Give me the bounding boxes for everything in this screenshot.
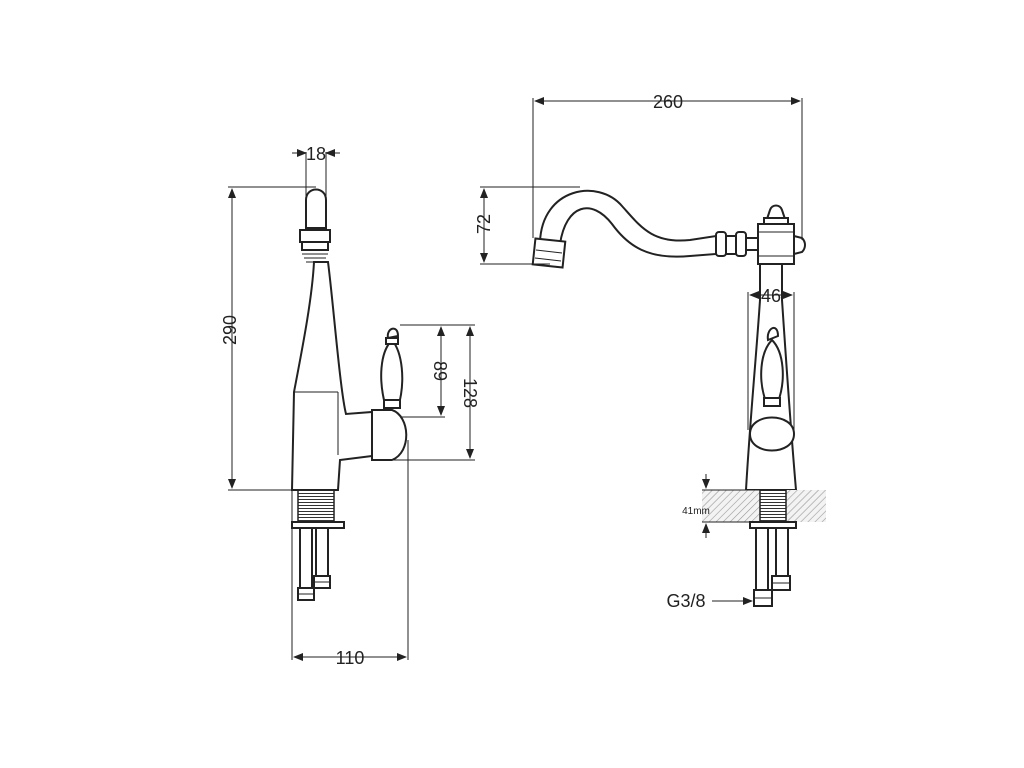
side-spout-tip	[305, 188, 327, 229]
dim-label-128: 128	[460, 378, 480, 408]
dim-label-110: 110	[336, 648, 365, 668]
side-threaded-shank	[297, 489, 335, 523]
dim-label-260: 260	[653, 92, 683, 112]
side-body	[290, 261, 373, 491]
front-handle-lever	[760, 338, 784, 403]
front-handle-hub	[748, 416, 796, 452]
side-handle-lever	[380, 338, 404, 409]
dim-label-18: 18	[306, 144, 326, 164]
front-threaded-shank	[759, 489, 787, 523]
dim-label-41mm: 41mm	[682, 506, 710, 517]
dim-label-46: 46	[761, 286, 781, 306]
dim-label-89: 89	[430, 361, 450, 381]
front-view: 260 72 46 41mm G3/8	[474, 92, 826, 611]
dim-label-290: 290	[220, 315, 240, 345]
dim-label-72: 72	[474, 214, 494, 234]
front-spout	[538, 189, 717, 258]
thread-label: G3/8	[666, 591, 705, 611]
front-body-head	[757, 223, 795, 265]
side-view: 18 290 89 128 110	[220, 144, 480, 668]
